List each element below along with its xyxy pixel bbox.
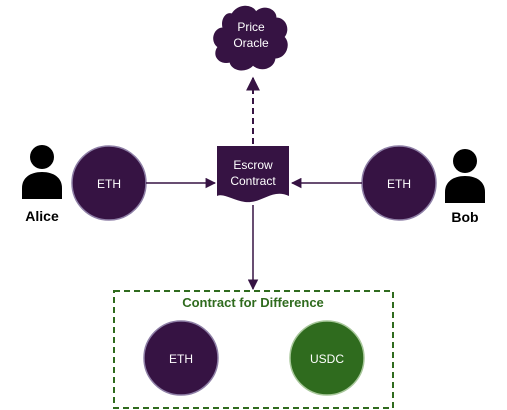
person-icon — [22, 145, 62, 199]
bob-label: Bob — [451, 209, 478, 225]
cfd-eth-label: ETH — [169, 352, 193, 366]
bob-eth-node: ETH — [361, 145, 437, 221]
cfd-group: Contract for Difference ETH USDC — [113, 290, 394, 409]
cfd-usdc-label: USDC — [310, 352, 344, 366]
price-oracle-node: Price Oracle — [213, 5, 288, 71]
alice-person: Alice — [22, 145, 62, 224]
oracle-label-line1: Price — [237, 20, 265, 34]
cfd-dashed-border — [113, 290, 394, 409]
alice-eth-node: ETH — [71, 145, 147, 221]
bob-eth-label: ETH — [387, 177, 411, 191]
escrow-contract-node: Escrow Contract — [217, 146, 289, 203]
oracle-label-line2: Oracle — [233, 36, 269, 50]
cloud-icon — [213, 5, 288, 71]
escrow-label-line1: Escrow — [233, 158, 273, 172]
escrow-label-line2: Contract — [230, 174, 276, 188]
cfd-title: Contract for Difference — [182, 295, 324, 310]
person-icon — [445, 149, 485, 203]
document-icon — [217, 146, 289, 203]
cfd-eth-node: ETH — [143, 320, 219, 396]
alice-label: Alice — [25, 208, 59, 224]
bob-person: Bob — [445, 149, 485, 225]
alice-eth-label: ETH — [97, 177, 121, 191]
cfd-usdc-node: USDC — [289, 320, 365, 396]
